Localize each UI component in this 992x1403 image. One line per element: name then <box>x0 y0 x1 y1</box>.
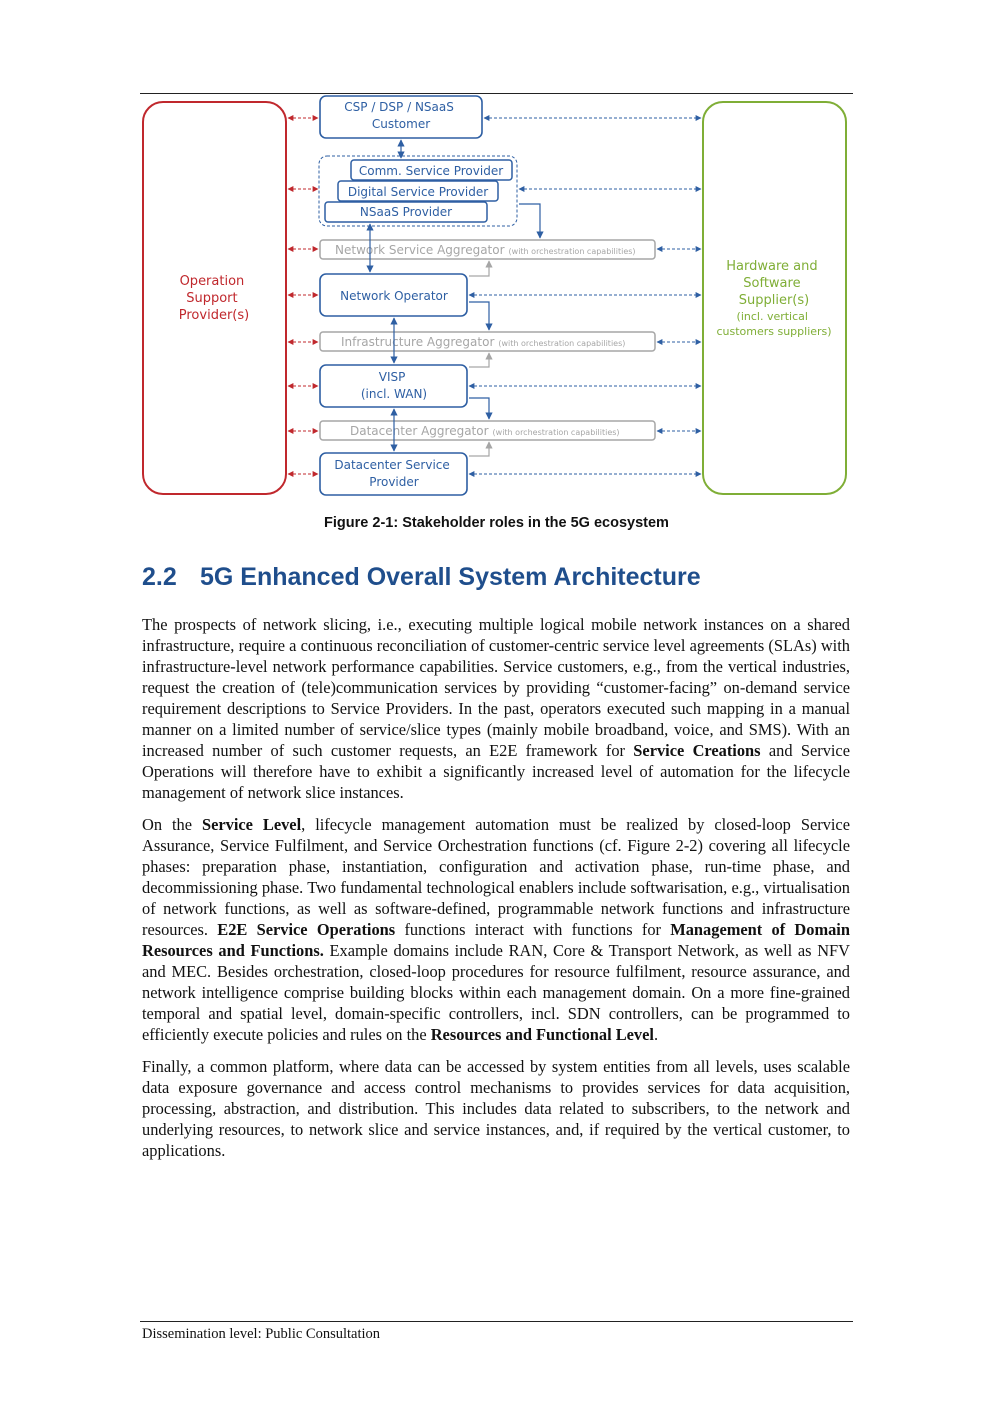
paragraph-3: Finally, a common platform, where data c… <box>142 1056 850 1161</box>
section-heading: 2.2 5G Enhanced Overall System Architectu… <box>142 563 855 592</box>
vertical-connectors <box>366 139 544 452</box>
text-run: and Service Operations will therefore ha… <box>142 741 850 802</box>
datacenter-aggregator-box <box>319 420 656 441</box>
bold-term: E2E Service Operations <box>217 920 396 939</box>
provider-group <box>318 155 518 227</box>
stakeholder-figure: Operation Support Provider(s) Hardware a… <box>142 95 847 496</box>
text-run: functions interact with functions for <box>395 920 671 939</box>
datacenter-provider-box <box>319 452 468 496</box>
comm-provider-label: Comm. Service Provider <box>359 164 503 178</box>
visp-label: VISP (incl. WAN) <box>361 370 427 401</box>
text-run: , lifecycle management automation must b… <box>142 815 850 939</box>
hardware-supplier-box <box>702 101 847 495</box>
paragraph-1: The prospects of network slicing, i.e., … <box>142 614 850 803</box>
header-rule <box>140 93 853 94</box>
hardware-supplier-label: Hardware and Software Supplier(s) <box>726 259 822 308</box>
nsaas-provider-label: NSaaS Provider <box>360 205 452 219</box>
footer-text: Dissemination level: Public Consultation <box>142 1326 381 1342</box>
comm-provider-box <box>350 159 513 181</box>
infrastructure-aggregator-label: Infrastructure Aggregator(with orchestra… <box>341 335 625 349</box>
text-run: . <box>653 1025 659 1044</box>
bold-term: Management of Domain Resources and Funct… <box>142 920 850 960</box>
network-service-aggregator-box <box>319 239 656 260</box>
text-run: Example domains include RAN, Core & Tran… <box>142 941 850 1044</box>
text-run: Finally, a common platform, where data c… <box>142 1057 850 1160</box>
operation-support-box <box>142 101 287 495</box>
bold-term: Resources and Functional Level <box>430 1025 654 1044</box>
visp-box <box>319 364 468 408</box>
infrastructure-aggregator-box <box>319 331 656 352</box>
blue-arrows <box>468 115 702 477</box>
hardware-supplier-note: (incl. vertical customers suppliers) <box>716 310 831 338</box>
digital-provider-box <box>337 180 499 202</box>
footer-rule <box>140 1321 853 1322</box>
body-text: The prospects of network slicing, i.e., … <box>142 614 850 1172</box>
digital-provider-label: Digital Service Provider <box>348 185 488 199</box>
network-operator-box <box>319 273 468 317</box>
customer-box <box>319 95 483 139</box>
gray-connectors <box>469 260 493 457</box>
datacenter-provider-label: Datacenter Service Provider <box>334 458 453 489</box>
figure-caption: Figure 2-1: Stakeholder roles in the 5G … <box>324 515 669 531</box>
network-service-aggregator-label: Network Service Aggregator(with orchestr… <box>335 243 636 257</box>
nsaas-provider-box <box>324 201 488 223</box>
paragraph-2: On the Service Level, lifecycle manageme… <box>142 814 850 1045</box>
network-operator-label: Network Operator <box>340 289 448 303</box>
section-number: 2.2 <box>142 563 177 591</box>
datacenter-aggregator-label: Datacenter Aggregator(with orchestration… <box>350 424 620 438</box>
section-title: 5G Enhanced Overall System Architecture <box>200 563 701 591</box>
operation-support-label: Operation Support Provider(s) <box>179 274 249 323</box>
bold-term: Service Creations <box>633 741 761 760</box>
customer-label: CSP / DSP / NSaaS Customer <box>344 100 457 131</box>
red-arrows <box>287 115 319 477</box>
bold-term: Service Level <box>201 815 302 834</box>
text-run: The prospects of network slicing, i.e., … <box>142 615 850 760</box>
text-run: On the <box>142 815 202 834</box>
